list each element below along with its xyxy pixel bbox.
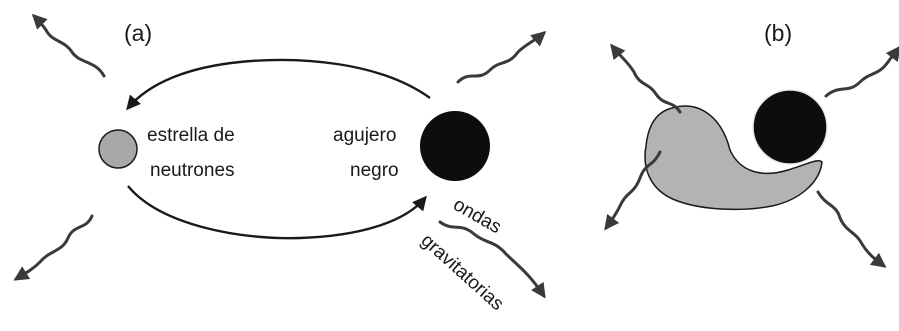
- orbit-arrow-bottom: [128, 186, 425, 238]
- orbit-arrow-top: [128, 60, 430, 108]
- neutron-star: [99, 130, 137, 168]
- black-hole: [420, 111, 490, 181]
- wave-arrow-b-bottom-left: [606, 152, 660, 228]
- panel-b-label: (b): [764, 20, 792, 46]
- wave-arrow-b-top-right: [826, 48, 899, 96]
- panel-a-label: (a): [124, 20, 152, 46]
- black-hole-label-line2: negro: [350, 160, 399, 181]
- panel-a: (a) estrella de neutrones agujero negro …: [16, 16, 544, 315]
- wave-arrow-b-bottom-right: [818, 192, 884, 266]
- black-hole-b: [753, 90, 827, 164]
- black-hole-label-line1: agujero: [333, 125, 396, 146]
- wave-arrow-a-top-right: [458, 33, 544, 82]
- wave-arrow-a-top-left: [34, 16, 104, 76]
- wave-arrow-b-top-left: [612, 46, 680, 112]
- panel-b: (b): [606, 20, 899, 266]
- neutron-star-label-line2: neutrones: [150, 160, 235, 181]
- wave-arrow-a-bottom-left: [16, 216, 92, 279]
- waves-label-line1: ondas: [450, 194, 505, 238]
- neutron-star-label-line1: estrella de: [147, 125, 235, 146]
